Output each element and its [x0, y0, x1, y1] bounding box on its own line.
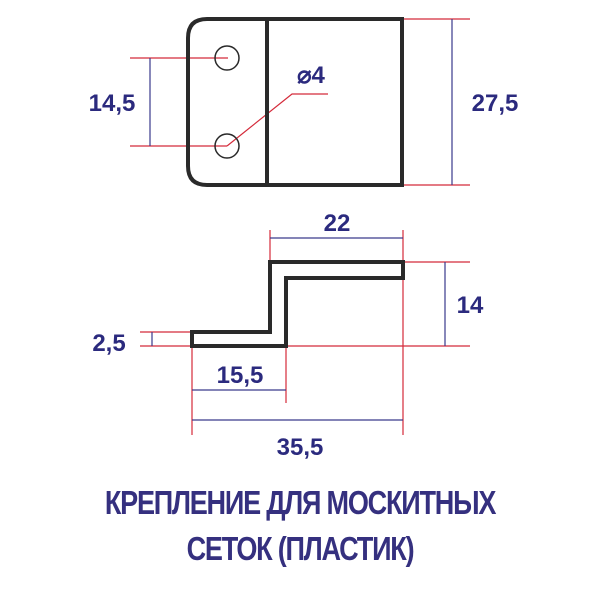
- hole-bottom: [214, 133, 240, 159]
- title-line-2: СЕТОК (ПЛАСТИК): [186, 530, 415, 567]
- dim-height: 27,5: [472, 90, 519, 117]
- z-profile-outline: [190, 260, 405, 348]
- dim-hole-spacing: 14,5: [89, 90, 136, 117]
- hole-top: [214, 45, 240, 71]
- mounting-holes: [214, 45, 240, 159]
- top-view-extension-lines: [130, 18, 470, 186]
- title-line-1: КРЕПЛЕНИЕ ДЛЯ МОСКИТНЫХ: [104, 484, 497, 521]
- dim-total-height: 14: [457, 292, 484, 319]
- dim-overall-length: 35,5: [277, 434, 324, 461]
- side-view-dimension-lines: [151, 237, 446, 421]
- dim-hole-diameter: ⌀4: [297, 62, 325, 89]
- dim-top-flange: 22: [324, 210, 351, 237]
- side-view: 22 14 2,5 15,5 35,5: [92, 210, 484, 461]
- top-view-outline: [186, 17, 404, 187]
- dim-thickness: 2,5: [92, 330, 125, 357]
- top-view: 14,5 ⌀4 27,5: [89, 17, 519, 187]
- top-view-dimension-lines: [149, 19, 453, 185]
- dim-bottom-flange: 15,5: [217, 362, 264, 389]
